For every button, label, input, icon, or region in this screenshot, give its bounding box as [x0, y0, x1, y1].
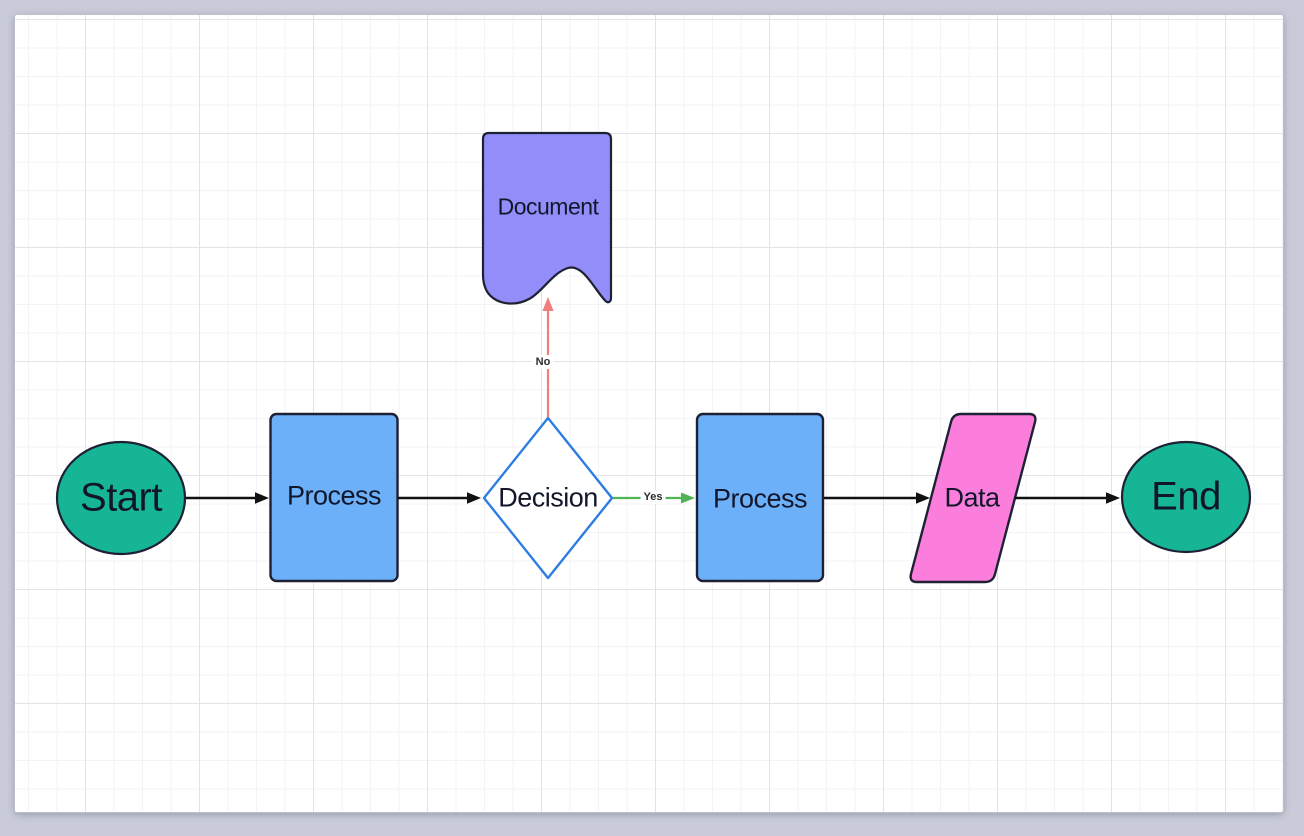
edge-label-no[interactable]: No [532, 355, 554, 369]
node-document-shape[interactable] [481, 131, 613, 305]
connector-process2-to-data[interactable] [824, 492, 930, 504]
node-end-ellipse[interactable] [1120, 440, 1252, 554]
arrowhead [255, 492, 269, 504]
arrowhead [1106, 492, 1120, 504]
connector-start-to-process1[interactable] [186, 492, 269, 504]
node-decision-diamond[interactable] [482, 416, 614, 580]
node-label-end[interactable]: End [1151, 474, 1221, 519]
node-label-process2[interactable]: Process [712, 483, 808, 514]
edge-label-yes[interactable]: Yes [640, 490, 666, 504]
node-label-document[interactable]: Document [497, 193, 599, 220]
arrowhead [467, 492, 481, 504]
node-label-decision[interactable]: Decision [498, 482, 598, 513]
connector-process1-to-decision[interactable] [398, 492, 481, 504]
node-label-process1[interactable]: Process [286, 480, 382, 511]
connector-data-to-end[interactable] [1015, 492, 1120, 504]
node-process1-rectangle[interactable] [269, 412, 399, 583]
node-process2-rectangle[interactable] [695, 412, 825, 583]
node-label-start[interactable]: Start [80, 475, 162, 520]
arrowhead [916, 492, 930, 504]
arrowhead [681, 492, 695, 504]
node-start-ellipse[interactable] [55, 440, 187, 556]
arrowhead [542, 297, 554, 311]
diagram-canvas[interactable] [15, 15, 1283, 812]
node-label-data[interactable]: Data [944, 482, 1000, 513]
node-data-parallelogram[interactable] [909, 412, 1037, 584]
